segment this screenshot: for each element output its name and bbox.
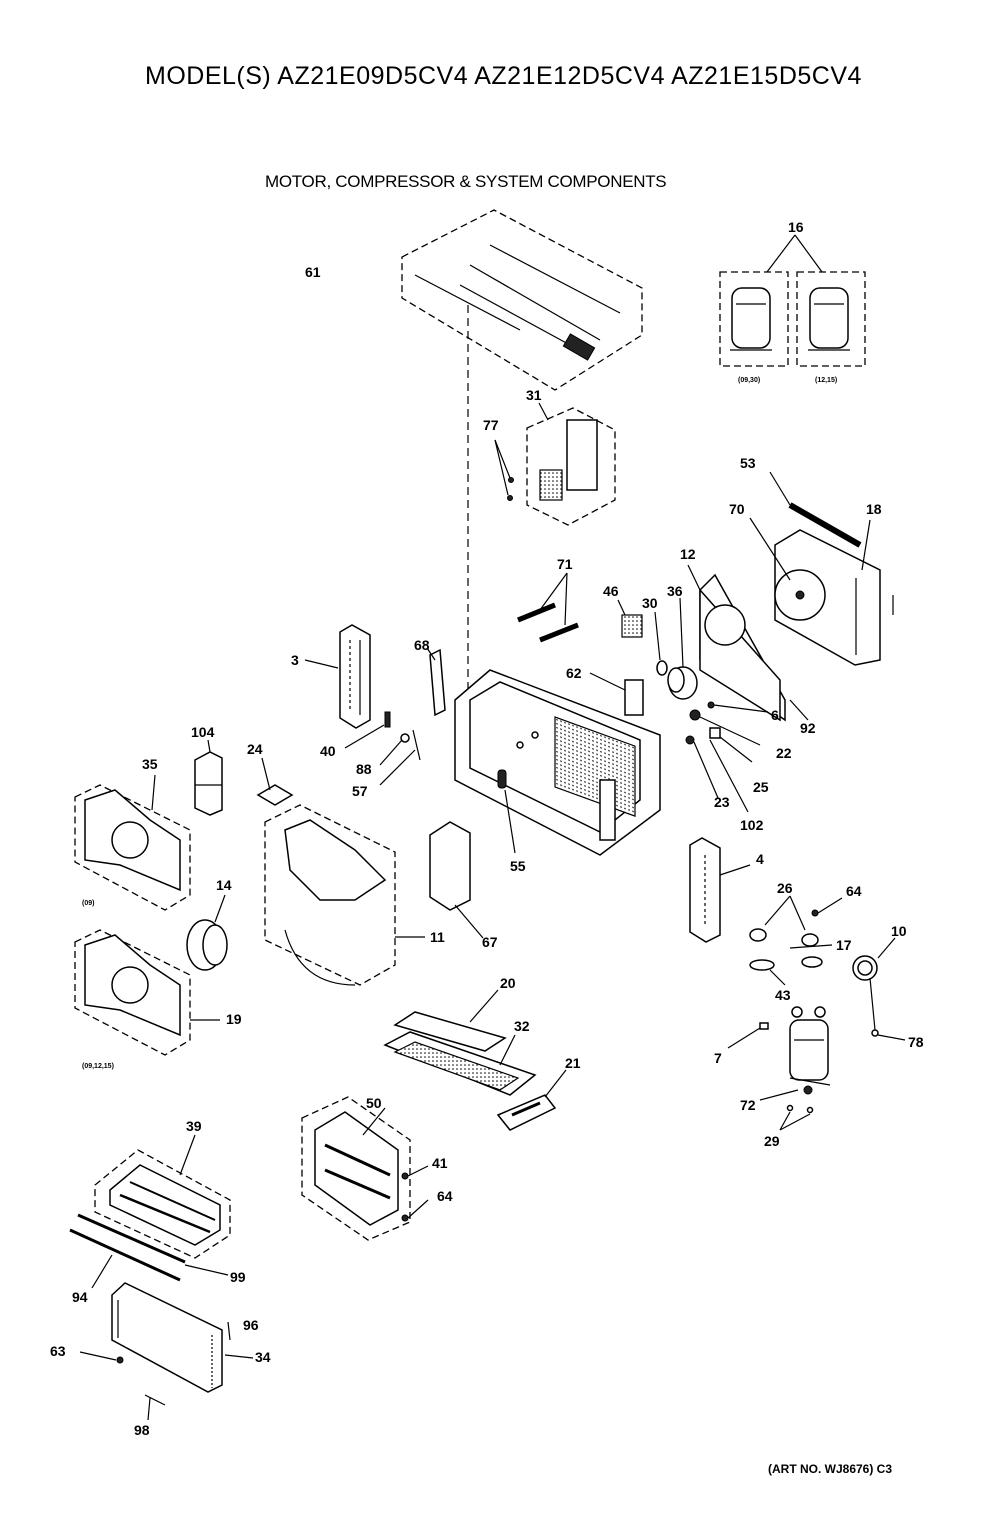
callout-63: 63 [50, 1343, 66, 1359]
callout-71: 71 [557, 556, 573, 572]
callout-72: 72 [740, 1097, 756, 1113]
callout-36: 36 [667, 583, 683, 599]
callout-21: 21 [565, 1055, 581, 1071]
compressor-7-72-29 [727, 1006, 831, 1131]
callout-32: 32 [514, 1018, 530, 1034]
callout-104: 104 [191, 724, 215, 740]
callout-35: 35 [142, 756, 158, 772]
callout-23: 23 [714, 794, 730, 810]
orifice-11 [264, 804, 425, 986]
small-parts-30-46-62 [589, 599, 668, 716]
callout-96: 96 [243, 1317, 259, 1333]
callout-55: 55 [510, 858, 526, 874]
screws-77 [494, 439, 514, 501]
fan-shroud-12 [687, 564, 786, 722]
callout-17: 17 [836, 937, 852, 953]
evaporator-34-96-63-98 [79, 1282, 254, 1421]
callout-29: 29 [764, 1133, 780, 1149]
side-panel-3 [304, 624, 371, 729]
callout-26: 26 [777, 880, 793, 896]
note-compressor-b: (12,15) [815, 377, 837, 384]
section-title: MOTOR, COMPRESSOR & SYSTEM COMPONENTS [265, 172, 667, 191]
callout-64: 64 [846, 883, 862, 899]
grille-39 [94, 1134, 231, 1259]
callout-12: 12 [680, 546, 696, 562]
callout-102: 102 [740, 817, 764, 833]
bracket-67 [429, 821, 484, 939]
callout-78: 78 [908, 1034, 924, 1050]
callout-98: 98 [134, 1422, 150, 1438]
callout-94: 94 [72, 1289, 88, 1305]
brackets-71 [517, 572, 579, 643]
part-104 [194, 739, 223, 816]
small-parts-26-64-17-43 [749, 895, 843, 986]
callout-64b: 64 [437, 1188, 453, 1204]
blower-scroll-19: (09,12,15) [74, 929, 220, 1070]
side-panel-4 [689, 837, 751, 943]
callout-39: 39 [186, 1118, 202, 1134]
callout-43: 43 [775, 987, 791, 1003]
callout-11: 11 [430, 929, 445, 945]
callout-62: 62 [566, 665, 582, 681]
callout-34: 34 [255, 1349, 271, 1365]
note-compressor-a: (09,30) [738, 377, 760, 384]
callout-57: 57 [352, 783, 368, 799]
callout-30: 30 [642, 595, 658, 611]
callout-18: 18 [866, 501, 882, 517]
callout-40: 40 [320, 743, 336, 759]
callout-16: 16 [788, 219, 804, 235]
frame-50-41-64 [301, 1096, 429, 1241]
callout-61: 61 [305, 264, 321, 280]
fan-motor-36 [667, 597, 698, 700]
callout-31: 31 [526, 387, 542, 403]
note-scroll-a: (09) [82, 900, 94, 907]
compressor-16-pair: (09,30) (12,15) [719, 234, 866, 384]
blower-wheel-14 [186, 894, 228, 971]
callout-22: 22 [776, 745, 792, 761]
callout-99: 99 [230, 1269, 246, 1285]
callout-7: 7 [714, 1050, 722, 1066]
top-rail-assembly-61 [401, 209, 643, 690]
callout-88: 88 [356, 761, 372, 777]
blower-scroll-35: (09) [74, 774, 191, 911]
callout-14: 14 [216, 877, 232, 893]
rail-53 [769, 471, 862, 548]
callout-70: 70 [729, 501, 745, 517]
callout-10: 10 [891, 923, 907, 939]
art-number: (ART NO. WJ8676) C3 [768, 1462, 893, 1476]
callout-labels: 61 16 31 77 53 18 70 12 36 30 46 71 62 6… [50, 219, 924, 1438]
callout-68: 68 [414, 637, 430, 653]
callout-41: 41 [432, 1155, 448, 1171]
drain-pan-20-32-21 [383, 989, 567, 1131]
callout-4: 4 [756, 851, 764, 867]
callout-46: 46 [603, 583, 619, 599]
base-chassis [454, 669, 661, 856]
small-parts-68-40-88-57 [344, 647, 446, 786]
model-title: MODEL(S) AZ21E09D5CV4 AZ21E12D5CV4 AZ21E… [145, 62, 862, 90]
heater-coil-10-and-78 [852, 937, 906, 1041]
condenser-18 [749, 517, 894, 666]
note-scroll-b: (09,12,15) [82, 1063, 114, 1070]
callout-20: 20 [500, 975, 516, 991]
callout-50: 50 [366, 1095, 382, 1111]
callout-25: 25 [753, 779, 769, 795]
small-parts-6-92-22-25-102-23 [685, 699, 809, 813]
callout-67: 67 [482, 934, 498, 950]
callout-6: 6 [771, 707, 779, 723]
callout-19: 19 [226, 1011, 242, 1027]
callout-24: 24 [247, 741, 263, 757]
bracket-24 [256, 757, 294, 806]
callout-53: 53 [740, 455, 756, 471]
strips-99-94 [69, 1213, 229, 1289]
callout-3: 3 [291, 652, 299, 668]
callout-92: 92 [800, 720, 816, 736]
callout-77: 77 [483, 417, 499, 433]
control-box-31 [526, 402, 616, 526]
